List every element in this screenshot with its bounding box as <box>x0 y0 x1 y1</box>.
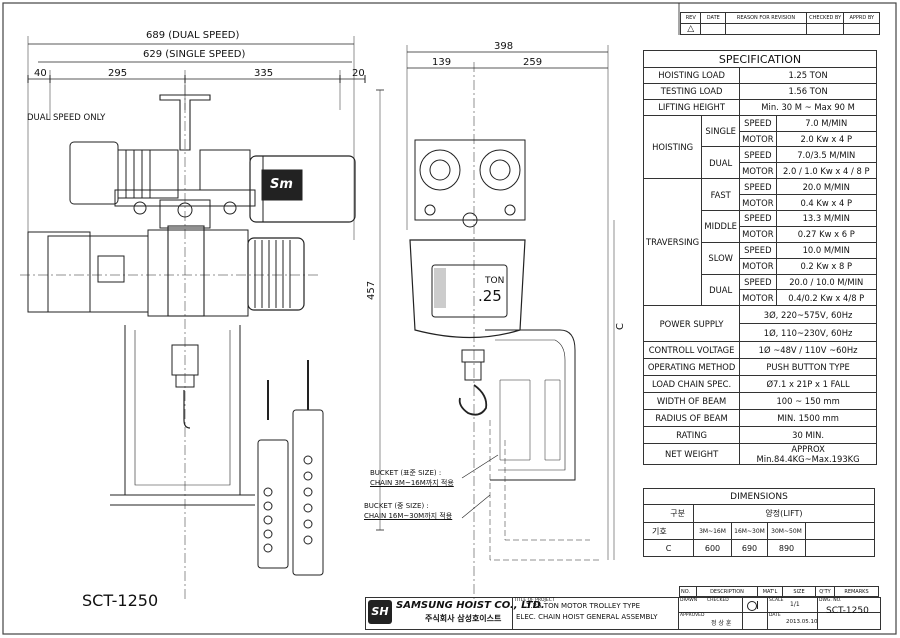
bucket-medium-chain: CHAIN 16M~30M까지 적용 <box>364 512 453 520</box>
bucket-medium-note: BUCKET (중 SIZE) : <box>364 502 429 510</box>
side-view <box>376 45 615 600</box>
spec-title: SPECIFICATION <box>643 50 877 68</box>
drawing-title-line2: ELEC. CHAIN HOIST GENERAL ASSEMBLY <box>516 613 658 621</box>
drawing-title-line1: 1.25 TON MOTOR TROLLEY TYPE <box>526 602 641 610</box>
front-view <box>20 36 366 600</box>
c-dimension: C <box>615 323 626 330</box>
left-offset-dimension: 40 <box>34 68 47 79</box>
motor-logo-plate <box>261 169 303 201</box>
parts-list-header: NO. DESCRIPTION MAT'L SIZE Q'TY REMARKS <box>679 586 879 597</box>
revision-table: REV DATE REASON FOR REVISION CHECKED BY … <box>679 12 880 35</box>
company-name-kr: 주식회사 삼성호이스트 <box>425 614 502 623</box>
height-dimension: 457 <box>366 280 377 300</box>
company-logo: SH <box>368 600 392 624</box>
dimensions-title: DIMENSIONS <box>643 488 875 505</box>
dual-speed-only-note: DUAL SPEED ONLY <box>27 113 106 123</box>
bucket-standard-chain: CHAIN 3M~16M까지 적용 <box>370 479 454 487</box>
pendant-controllers <box>257 360 324 576</box>
scale-value: 1/1 <box>790 601 800 608</box>
side-right-dimension: 259 <box>523 57 543 68</box>
model-number: SCT-1250 <box>82 591 159 610</box>
bucket-standard-note: BUCKET (표준 SIZE) : <box>370 469 442 477</box>
right-offset-dimension: 20 <box>352 68 365 79</box>
side-left-dimension: 139 <box>432 57 452 68</box>
left-span-dimension: 295 <box>108 68 128 79</box>
nameplate-ton: TON <box>485 276 505 286</box>
company-name-en: SAMSUNG HOIST CO., LTD. <box>396 600 545 611</box>
dual-speed-dimension: 689 (DUAL SPEED) <box>146 30 240 41</box>
dimensions-table: DIMENSIONS 구분 양정(LIFT) 기호 3M~16M 16M~30M… <box>643 488 875 557</box>
side-total-dimension: 398 <box>494 41 514 52</box>
projection-symbol <box>747 601 757 611</box>
revision-mark: △ <box>679 23 702 35</box>
right-span-dimension: 335 <box>254 68 274 79</box>
drawer-name: 정 상 훈 <box>711 620 732 627</box>
motor-logo-text: Sm <box>270 177 293 192</box>
title-block <box>365 597 881 630</box>
single-speed-dimension: 629 (SINGLE SPEED) <box>143 49 246 60</box>
nameplate-capacity: .25 <box>478 287 502 305</box>
drawing-date: 2013.05.10 <box>786 619 818 625</box>
drawing-number: SCT-1250 <box>826 606 869 616</box>
